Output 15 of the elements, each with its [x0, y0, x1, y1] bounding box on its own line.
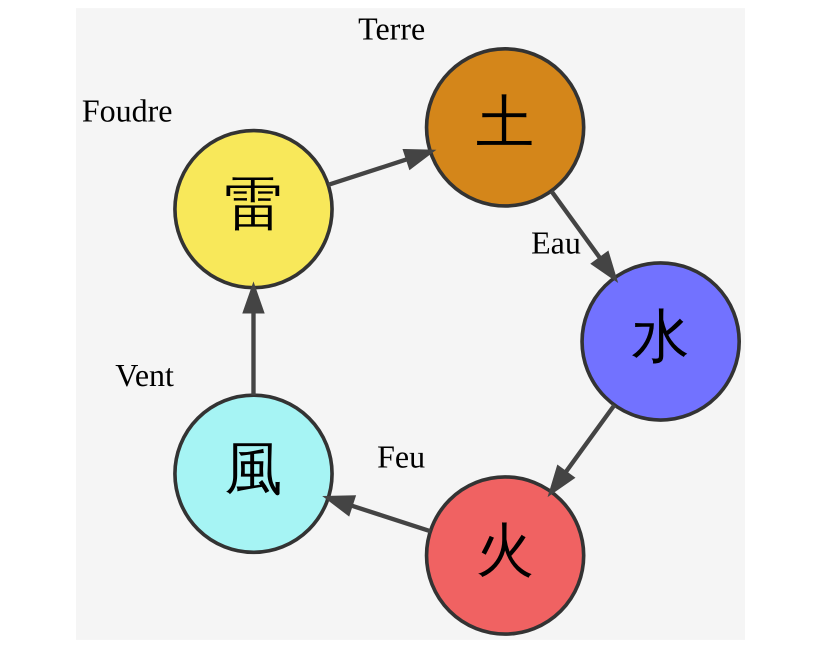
- node-circle: 雷: [172, 128, 334, 290]
- arrow: [242, 281, 264, 396]
- node-label: Foudre: [81, 92, 172, 128]
- node-circle: 風: [172, 393, 334, 554]
- node-label: Eau: [530, 224, 580, 261]
- arrow: [322, 495, 430, 534]
- node-circle: 火: [424, 475, 585, 636]
- arrow: [547, 404, 616, 498]
- node-circle: 土: [424, 47, 585, 208]
- node-circle: 水: [580, 261, 740, 422]
- node-label: Terre: [358, 10, 425, 47]
- arrow: [327, 148, 436, 187]
- node-label: Feu: [376, 438, 425, 475]
- node-label: Vent: [114, 356, 174, 393]
- arrow: [549, 190, 618, 284]
